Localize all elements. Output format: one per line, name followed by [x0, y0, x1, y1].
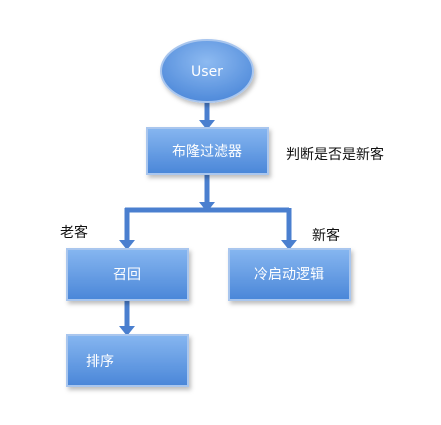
bloom-filter-label: 布隆过滤器 [172, 144, 242, 160]
old-customer-note: 老客 [60, 224, 88, 241]
arrowhead-to-recall [119, 240, 135, 250]
sort-label: 排序 [86, 354, 114, 370]
arrowhead-user-to-bloom [199, 120, 215, 130]
bloom-filter-node: 布隆过滤器 [146, 127, 269, 175]
sort-box [66, 334, 189, 387]
cold-start-label: 冷启动逻辑 [254, 267, 324, 283]
new-customer-note: 新客 [312, 227, 340, 244]
user-ellipse [160, 39, 254, 103]
user-node: User [160, 39, 254, 103]
recall-box [66, 248, 189, 301]
sort-node: 排序 [66, 334, 189, 387]
bloom-filter-note: 判断是否是新客 [286, 146, 384, 163]
cold-start-node: 冷启动逻辑 [228, 248, 351, 301]
arrowhead-recall-to-sort [119, 326, 135, 336]
arrowhead-to-coldstart [281, 240, 297, 250]
arrowhead-to-split [199, 202, 215, 212]
user-label: User [191, 64, 223, 80]
bloom-filter-box [146, 127, 269, 175]
recall-node: 召回 [66, 248, 189, 301]
arrow-heads [119, 120, 297, 336]
recall-label: 召回 [113, 267, 141, 283]
cold-start-box [228, 248, 351, 301]
